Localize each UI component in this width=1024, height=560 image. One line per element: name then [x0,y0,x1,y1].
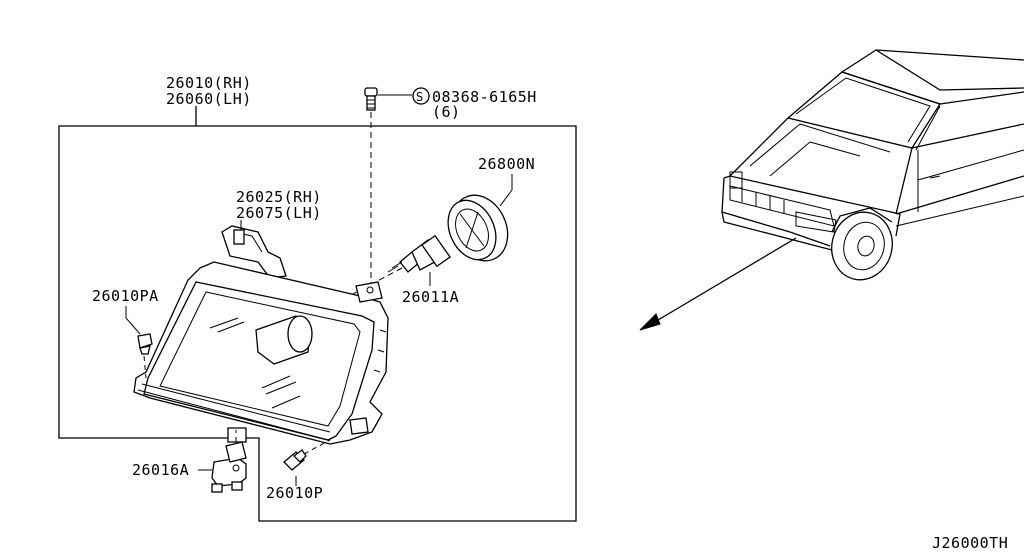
label-screw-qty: (6) [432,103,461,121]
clip-pa-icon [137,333,153,355]
diagram-code: J26000TH [932,534,1008,552]
headlamp-assembly [133,225,389,445]
label-cap: 26800N [478,155,535,173]
label-clip-p: 26010P [266,484,323,502]
standard-part-symbol [412,87,430,105]
vehicle-illustration [721,49,1024,281]
label-headlamp-rh: 26010(RH) [166,74,252,92]
assembly-boundary [58,125,577,522]
label-headlamp-lh: 26060(LH) [166,90,252,108]
bulb-icon [387,234,451,273]
label-bulb: 26011A [402,288,459,306]
label-screw-code: 08368-6165H [432,88,537,106]
label-housing-lh: 26075(LH) [236,204,322,222]
label-adjuster: 26016A [132,461,189,479]
clip-pa-dashed-line [143,355,147,379]
label-housing-rh: 26025(RH) [236,188,322,206]
clip-pa-leader-2 [125,317,141,335]
clip-p-dashed-line [303,439,331,455]
cap-leader-2 [499,189,513,207]
locator-arrow-head [639,313,661,331]
clip-p-icon [283,449,307,471]
locator-arrow-line [647,237,797,327]
label-clip-pa: 26010PA [92,287,159,305]
adjuster-icon [211,441,247,493]
screw-icon [364,87,378,111]
cap-icon [447,194,509,262]
standard-part-letter: S [416,90,424,104]
